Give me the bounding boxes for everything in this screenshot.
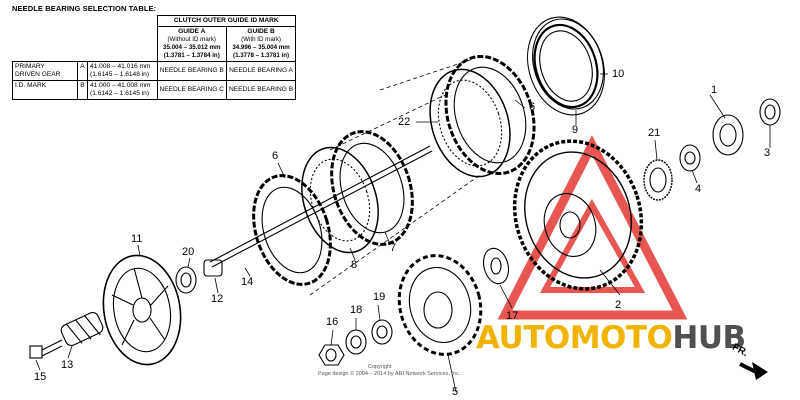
direction-arrow-icon: [739, 362, 768, 380]
leader-lines: [35, 73, 771, 393]
collar-4: [679, 144, 701, 172]
clutch-outer-2: [512, 139, 644, 291]
pressure-plate-11: [102, 254, 182, 366]
lifter-rod-14: [209, 145, 433, 268]
clutch-disc-7: [330, 130, 414, 246]
washer-19: [371, 319, 393, 345]
clutch-plate-22: [429, 68, 511, 178]
clutch-center-5: [397, 254, 483, 356]
bearing-3: [759, 98, 781, 126]
row-b-label: I.D. MARK B 41.000 – 41.008 mm (1.6142 –…: [12, 80, 158, 100]
callout-19: 19: [373, 291, 386, 303]
clutch-disc-6-upper: [444, 54, 536, 176]
spring-10: [527, 16, 605, 116]
callout-12: 12: [211, 293, 224, 305]
clutch-disc-6-lower: [252, 174, 332, 286]
dashed-guide-lines: [309, 59, 481, 296]
callout-22: 22: [398, 116, 411, 128]
callout-4: 4: [695, 183, 702, 195]
callout-6-upper: 6: [529, 101, 536, 113]
callout-1: 1: [711, 84, 718, 96]
row-a-label: PRIMARY DRIVEN GEAR A 41.008 – 41.016 mm…: [12, 61, 158, 81]
needle-bearing-selection-table: CLUTCH OUTER GUIDE ID MARK GUIDE A (With…: [12, 15, 297, 100]
callout-11: 11: [131, 233, 143, 245]
lock-nut-16: [318, 344, 345, 366]
callout-8: 8: [351, 259, 358, 271]
callout-5: 5: [452, 386, 459, 398]
callout-7: 7: [390, 242, 397, 254]
callout-18: 18: [350, 304, 363, 316]
callout-17: 17: [506, 310, 519, 322]
callout-9: 9: [572, 124, 579, 136]
needle-bearing-21: [643, 159, 673, 201]
lifter-piece-12: [203, 259, 223, 277]
bolt-15: [29, 339, 63, 359]
washer-18: [345, 329, 367, 355]
guide-a-header: GUIDE A (Without ID mark) 35.004 – 35.01…: [156, 26, 227, 62]
cell-b-guide-a: NEEDLE BEARING C: [156, 80, 227, 100]
guide-1: [712, 114, 744, 156]
table-title: NEEDLE BEARING SELECTION TABLE:: [12, 4, 157, 13]
callout-10: 10: [612, 68, 625, 80]
callout-6-lower: 6: [272, 150, 279, 162]
thrust-washer-17: [482, 247, 510, 285]
callout-3: 3: [764, 147, 771, 159]
callout-16: 16: [326, 316, 339, 328]
callout-13: 13: [61, 359, 74, 371]
callout-2: 2: [615, 299, 622, 311]
bearing-20: [175, 266, 197, 294]
callout-15: 15: [34, 371, 47, 383]
watermark-logo: AUTOMOTOHUB: [476, 320, 746, 356]
callout-20: 20: [182, 246, 195, 258]
clutch-spring-13: [60, 312, 104, 346]
wire-ring-9: [533, 23, 599, 109]
callout-14: 14: [241, 276, 254, 288]
copyright-notice: Copyright Page design © 2004 – 2014 by A…: [318, 364, 461, 377]
callout-21: 21: [648, 127, 661, 139]
cell-b-guide-b: NEEDLE BEARING B: [225, 80, 297, 100]
